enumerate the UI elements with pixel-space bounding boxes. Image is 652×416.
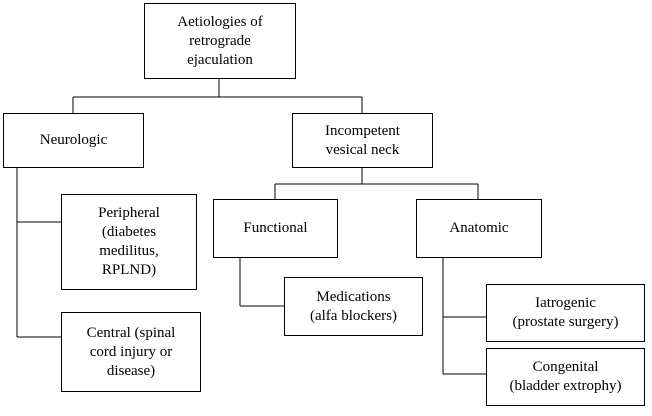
node-iatrogenic: Iatrogenic (prostate surgery) [486,284,645,342]
node-functional: Functional [213,199,338,258]
node-root: Aetiologies of retrograde ejaculation [144,3,296,79]
node-central: Central (spinal cord injury or disease) [61,312,201,392]
node-anatomic-label: Anatomic [449,220,509,236]
node-congenital: Congenital (bladder extrophy) [486,348,645,406]
node-medications: Medications (alfa blockers) [284,277,423,336]
node-functional-label: Functional [243,220,308,236]
node-anatomic: Anatomic [416,199,542,258]
node-central-label: Central (spinal cord injury or disease) [86,324,176,379]
node-incompetent-vesical-neck-label: Incompetent vesical neck [325,122,400,158]
node-peripheral-label: Peripheral (diabetes medilitus, RPLND) [98,205,160,278]
node-iatrogenic-label: Iatrogenic (prostate surgery) [512,295,619,330]
node-neurologic: Neurologic [3,113,144,168]
node-peripheral: Peripheral (diabetes medilitus, RPLND) [61,194,197,290]
node-incompetent-vesical-neck: Incompetent vesical neck [292,113,433,168]
node-root-label: Aetiologies of retrograde ejaculation [177,13,263,68]
node-neurologic-label: Neurologic [39,132,108,148]
node-congenital-label: Congenital (bladder extrophy) [509,359,622,394]
node-medications-label: Medications (alfa blockers) [309,288,398,324]
